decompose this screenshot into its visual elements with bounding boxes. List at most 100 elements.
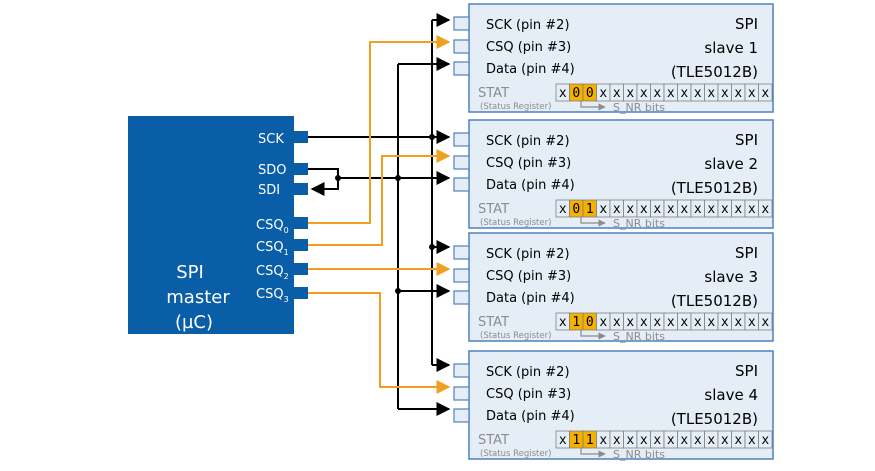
slave-1-register-bit: x: [680, 86, 688, 101]
master-pin-box-sck: [294, 131, 308, 143]
slave-3-stat-label: STAT: [478, 315, 509, 330]
slave-4-register-bit: x: [694, 433, 702, 448]
slave-4-register-bit: x: [707, 433, 715, 448]
slave-2-snr-bit: 0: [572, 202, 580, 217]
slave-4-snr-label: S_NR bits: [613, 448, 665, 461]
slave-2-register-label: (Status Register): [480, 218, 551, 228]
slave-4-snr-bit: 1: [572, 433, 580, 448]
slave-devices: SCK (pin #2) CSQ (pin #3) Data (pin #4) SPI…: [453, 3, 774, 461]
slave-4-register-bit: x: [599, 433, 607, 448]
csq0-wire: [308, 35, 451, 224]
slave-2-snr-bit: 1: [586, 202, 594, 217]
slave-1-register-bit: x: [734, 86, 742, 101]
slave-2-title: SPI: [735, 131, 758, 149]
master-pin-sck: SCK: [258, 132, 284, 147]
slave-4-register-bit: x: [680, 433, 688, 448]
master-pin-box-sdi: [294, 183, 308, 195]
master-pin-box-csq3: [294, 287, 308, 299]
slave-2-register-bit: x: [626, 202, 634, 217]
slave-1-register-cell: [758, 83, 773, 102]
black-wires: [308, 13, 451, 416]
master-pin-sdi: SDI: [258, 183, 280, 198]
slave-4-pin-box-sck: [453, 363, 470, 378]
slave-3-register-bit: x: [721, 315, 729, 330]
csq3-wire: [308, 292, 451, 394]
slave-4-title: SPI: [735, 362, 758, 380]
master-pin-box-csq1: [294, 239, 308, 251]
slave-1-label-sck: SCK (pin #2): [486, 18, 570, 33]
slave-3-snr-bit: 0: [586, 315, 594, 330]
slave-3-label-data: Data (pin #4): [486, 291, 575, 306]
slave-1-register-bit: x: [626, 86, 634, 101]
csq1-wire: [308, 149, 451, 246]
slave-3-title: SPI: [735, 244, 758, 262]
slave-3-pin-box-data: [453, 290, 470, 305]
slave-1-title: SPI: [735, 15, 758, 33]
slave-4-register-bit: x: [640, 433, 648, 448]
slave-3-register-bit: x: [734, 315, 742, 330]
slave-4-label-data: Data (pin #4): [486, 409, 575, 424]
slave-3-part: (TLE5012B): [671, 292, 758, 310]
spi-master: SPI master (µC) SCK SDO SDI CSQ0 CSQ1 CS…: [128, 116, 308, 334]
slave-4-register-bit: x: [559, 433, 567, 448]
slave-3-snr-label: S_NR bits: [613, 330, 665, 343]
slave-2-part: (TLE5012B): [671, 179, 758, 197]
master-pin-sdo: SDO: [258, 163, 287, 178]
slave-2-register-bit: x: [613, 202, 621, 217]
slave-1-label-csq: CSQ (pin #3): [486, 40, 571, 55]
slave-3-pin-box-csq: [453, 268, 470, 283]
slave-4-label-sck: SCK (pin #2): [486, 365, 570, 380]
slave-3-label-sck: SCK (pin #2): [486, 247, 570, 262]
slave-3-register-cell: [758, 312, 773, 331]
slave-2-register-bit: x: [761, 202, 769, 217]
slave-1-pin-box-sck: [453, 16, 470, 31]
slave-2-register-bit: x: [734, 202, 742, 217]
slave-3-register-bit: x: [613, 315, 621, 330]
slave-1-register-bit: x: [613, 86, 621, 101]
slave-2-register-bit: x: [707, 202, 715, 217]
slave-3-register-bit: x: [640, 315, 648, 330]
slave-4-stat-label: STAT: [478, 433, 509, 448]
slave-4-part: (TLE5012B): [671, 410, 758, 428]
slave-1-register-bit: x: [721, 86, 729, 101]
slave-2-snr-label: S_NR bits: [613, 217, 665, 230]
slave-1-name: slave 1: [704, 39, 758, 57]
slave-2-pin-box-csq: [453, 155, 470, 170]
master-pin-box-csq0: [294, 217, 308, 229]
slave-1-register-bit: x: [640, 86, 648, 101]
slave-2-register-bit: x: [640, 202, 648, 217]
master-title-line-2: master: [166, 287, 230, 308]
slave-1-snr-label: S_NR bits: [613, 101, 665, 114]
slave-4-snr-bit: 1: [586, 433, 594, 448]
slave-2-register-bit: x: [694, 202, 702, 217]
slave-4-snr-pointer: [580, 448, 606, 458]
slave-1-label-data: Data (pin #4): [486, 62, 575, 77]
slave-2-register-bit: x: [721, 202, 729, 217]
master-title-line-3: (µC): [175, 312, 213, 333]
slave-1-snr-bit: 0: [586, 86, 594, 101]
slave-4-register-bit: x: [613, 433, 621, 448]
slave-3-register-bit: x: [748, 315, 756, 330]
csq-wires: [308, 35, 451, 394]
slave-1-register-bit: x: [694, 86, 702, 101]
slave-3-pin-box-sck: [453, 245, 470, 260]
slave-3-name: slave 3: [704, 268, 758, 286]
slave-1-pin-box-csq: [453, 39, 470, 54]
slave-1-register-bit: x: [559, 86, 567, 101]
slave-3-register-bit: x: [559, 315, 567, 330]
slave-4-register-bit: x: [734, 433, 742, 448]
slave-2-label-csq: CSQ (pin #3): [486, 156, 571, 171]
slave-1-register-bit: x: [707, 86, 715, 101]
junction-sck-2: [429, 134, 435, 140]
slave-3-register-bit: x: [707, 315, 715, 330]
master-title-line-1: SPI: [176, 262, 204, 283]
slave-3-register-label: (Status Register): [480, 331, 551, 341]
slave-2-pin-box-data: [453, 177, 470, 192]
slave-2-label-data: Data (pin #4): [486, 178, 575, 193]
slave-4-register-bit: x: [721, 433, 729, 448]
sdo-wire: [308, 168, 339, 196]
master-box: [128, 116, 294, 334]
slave-4-register-bit: x: [748, 433, 756, 448]
slave-4-register-bit: x: [653, 433, 661, 448]
